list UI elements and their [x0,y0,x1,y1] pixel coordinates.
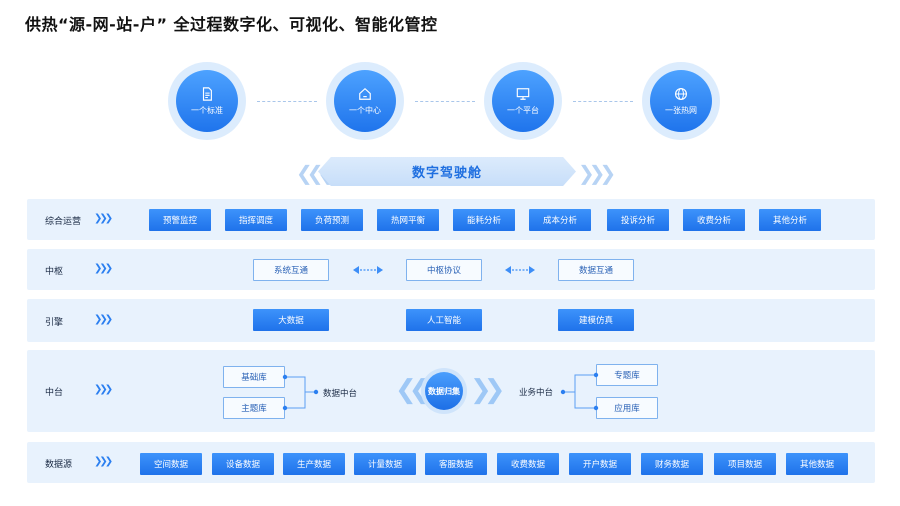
business-platform-label: 业务中台 [519,388,554,398]
source-item[interactable]: 财务数据 [641,453,703,475]
double-chevron-icon: ❯❯❯ [94,213,113,224]
row-label: 中枢 [45,267,64,277]
source-item[interactable]: 开户数据 [569,453,631,475]
ops-item[interactable]: 能耗分析 [453,209,515,231]
source-item[interactable]: 收费数据 [497,453,559,475]
chevron-left-icon: ❮❮ [395,375,430,405]
monitor-icon [516,87,530,100]
ops-item[interactable]: 投诉分析 [607,209,669,231]
globe-icon [675,87,687,100]
bidirectional-arrow-icon [353,266,383,274]
data-platform-label: 数据中台 [323,389,358,399]
cockpit-label: 数字驾驶舱 [411,166,482,181]
source-item[interactable]: 其他数据 [786,453,848,475]
source-item[interactable]: 生产数据 [283,453,345,475]
circle-network[interactable]: 一张热网 [642,62,720,140]
basic-library[interactable]: 基础库 [223,366,285,388]
dashed-connector [415,101,475,102]
ops-item[interactable]: 其他分析 [759,209,821,231]
row-data-source: 数据源 ❯❯❯ 空间数据 设备数据 生产数据 计量数据 客服数据 收费数据 开户… [27,442,875,483]
chevron-right-icon: ❯❯❯ [578,161,616,185]
circle-label: 一个中心 [349,105,381,115]
source-item[interactable]: 客服数据 [425,453,487,475]
source-item[interactable]: 空间数据 [140,453,202,475]
pillar-circles: 一个标准 一个中心 一个平台 一张热网 [0,62,900,142]
ops-item[interactable]: 收费分析 [683,209,745,231]
engine-item[interactable]: 人工智能 [406,309,482,331]
chevron-right-icon: ❯❯ [470,375,505,405]
ops-item[interactable]: 成本分析 [529,209,591,231]
source-item[interactable]: 设备数据 [212,453,274,475]
ops-item[interactable]: 负荷预测 [301,209,363,231]
engine-item[interactable]: 建模仿真 [558,309,634,331]
cockpit-banner[interactable]: 数字驾驶舱 [318,157,576,186]
data-aggregation-label: 数据归集 [425,372,463,410]
special-library[interactable]: 专题库 [596,364,658,386]
application-library[interactable]: 应用库 [596,397,658,419]
data-aggregation-hub[interactable]: 数据归集 [421,368,467,414]
row-operations: 综合运营 ❯❯❯ 预警监控 指挥调度 负荷预测 热网平衡 能耗分析 成本分析 投… [27,199,875,240]
dashed-connector [257,101,317,102]
double-chevron-icon: ❯❯❯ [94,263,113,274]
circle-label: 一张热网 [665,105,697,115]
document-icon [202,86,212,101]
hub-item[interactable]: 数据互通 [558,259,634,281]
engine-item[interactable]: 大数据 [253,309,329,331]
circle-center[interactable]: 一个中心 [326,62,404,140]
ops-item[interactable]: 指挥调度 [225,209,287,231]
hub-item[interactable]: 系统互通 [253,259,329,281]
ops-item[interactable]: 预警监控 [149,209,211,231]
double-chevron-icon: ❯❯❯ [94,384,113,395]
row-engine: 引擎 ❯❯❯ 大数据 人工智能 建模仿真 [27,299,875,342]
source-item[interactable]: 计量数据 [354,453,416,475]
home-icon [359,87,371,100]
circle-standard[interactable]: 一个标准 [168,62,246,140]
ops-item[interactable]: 热网平衡 [377,209,439,231]
dashed-connector [573,101,633,102]
row-hub: 中枢 ❯❯❯ 系统互通 中枢协议 数据互通 [27,249,875,290]
row-label: 数据源 [45,460,73,470]
row-label: 中台 [45,388,64,398]
bidirectional-arrow-icon [505,266,535,274]
row-label: 引擎 [45,318,64,328]
hub-item[interactable]: 中枢协议 [406,259,482,281]
circle-label: 一个平台 [507,105,539,115]
row-label: 综合运营 [45,217,82,227]
source-item[interactable]: 项目数据 [714,453,776,475]
circle-platform[interactable]: 一个平台 [484,62,562,140]
page-title: 供热“源-网-站-户” 全过程数字化、可视化、智能化管控 [25,15,438,34]
double-chevron-icon: ❯❯❯ [94,456,113,467]
double-chevron-icon: ❯❯❯ [94,314,113,325]
circle-label: 一个标准 [191,105,223,115]
topic-library[interactable]: 主题库 [223,397,285,419]
